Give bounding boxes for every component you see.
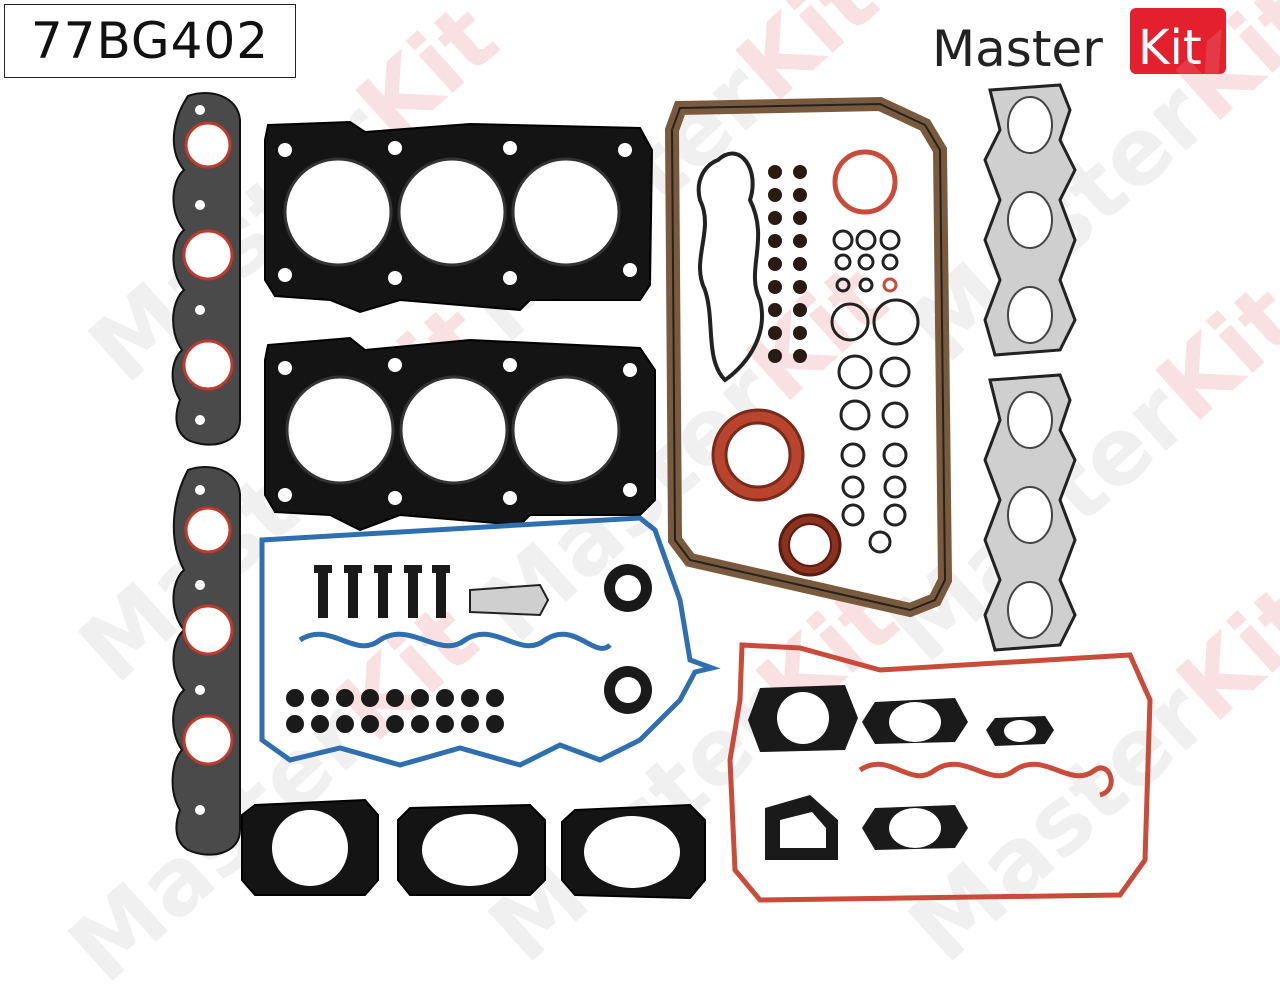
small-gasket — [469, 583, 550, 617]
brand-logo-text-kit: Kit — [1138, 20, 1202, 76]
head-gasket-upper — [264, 120, 654, 314]
throttle-gasket-1 — [241, 798, 379, 896]
exhaust-gasket-upper — [983, 83, 1077, 357]
gasket-set-photo — [171, 83, 1153, 903]
valve-cover-bolts — [314, 565, 450, 618]
camshaft-seals — [604, 564, 652, 714]
valve-cover-gasket-blue — [259, 515, 721, 768]
head-gasket-lower — [264, 336, 656, 532]
throttle-gasket-3 — [561, 803, 706, 900]
brand-logo-text-master: Master — [932, 20, 1103, 76]
small-gaskets-red-area — [748, 685, 1054, 860]
valve-cover-gasket-red — [727, 642, 1153, 903]
valve-stem-seals — [768, 165, 807, 363]
oil-pan-gasket — [664, 96, 953, 618]
brand-logo-kit-box — [1130, 8, 1226, 74]
spark-plug-seals — [286, 689, 504, 733]
intake-gasket-upper — [171, 92, 241, 446]
o-rings — [830, 149, 920, 554]
sku-label: 77BG402 — [4, 4, 296, 78]
exhaust-gasket-lower — [983, 373, 1077, 652]
brand-logo: Master Kit — [930, 4, 1230, 78]
throttle-gasket-2 — [397, 803, 546, 896]
intake-gasket-lower — [171, 466, 241, 856]
crankshaft-seals — [711, 408, 842, 577]
